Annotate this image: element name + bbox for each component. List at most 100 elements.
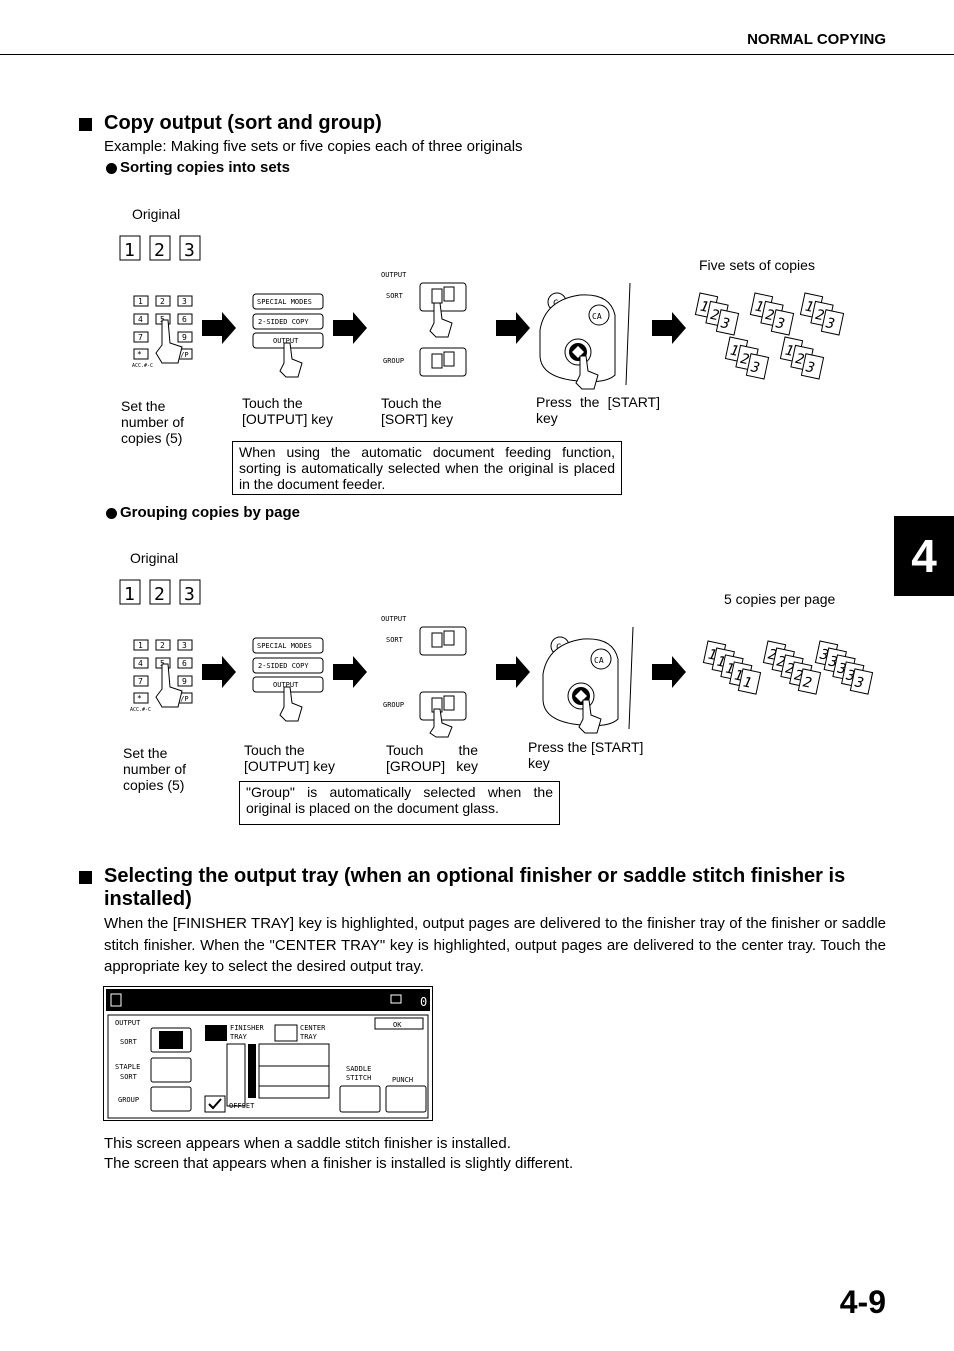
sort-note-box: When using the automatic document feedin… xyxy=(232,441,622,495)
svg-text:7: 7 xyxy=(138,677,143,686)
svg-text:1: 1 xyxy=(724,660,736,677)
svg-text:2-SIDED COPY: 2-SIDED COPY xyxy=(258,662,309,670)
original-label: Original xyxy=(132,206,181,222)
svg-text:3: 3 xyxy=(182,297,187,306)
svg-text:GROUP: GROUP xyxy=(383,701,404,709)
svg-text:PUNCH: PUNCH xyxy=(392,1076,413,1084)
svg-text:2: 2 xyxy=(767,647,779,664)
five-copies-per-page-icon: 1 1 1 1 1 2 2 2 2 2 3 3 3 3 3 xyxy=(702,640,874,695)
svg-text:2: 2 xyxy=(160,641,165,650)
svg-text:2: 2 xyxy=(154,584,165,605)
svg-text:2: 2 xyxy=(764,307,776,324)
start-key-panel-icon: C CA xyxy=(539,282,631,390)
svg-text:CENTER: CENTER xyxy=(300,1024,326,1032)
svg-text:2: 2 xyxy=(160,297,165,306)
sort-group-screen-icon: OUTPUT SORT GROUP xyxy=(381,615,467,738)
keypad-icon: 1 2 3 4 5 6 7 9 * #/P ACC.#-C xyxy=(132,295,193,369)
header-rule xyxy=(0,54,954,55)
svg-text:1: 1 xyxy=(699,299,711,316)
sort-step3-caption: Touch the [SORT] key xyxy=(381,395,454,427)
svg-text:CA: CA xyxy=(592,312,602,321)
subtitle-sort: Sorting copies into sets xyxy=(120,159,291,176)
group-step3-text: Touch the [GROUP] key xyxy=(386,742,478,774)
svg-text:3: 3 xyxy=(824,315,837,333)
svg-text:6: 6 xyxy=(182,315,187,324)
svg-text:2-SIDED COPY: 2-SIDED COPY xyxy=(258,318,309,326)
output-menu-icon: SPECIAL MODES 2-SIDED COPY OUTPUT xyxy=(252,293,324,378)
svg-text:4: 4 xyxy=(138,659,143,668)
svg-text:2: 2 xyxy=(739,351,751,368)
original-pages-icon: 1 2 3 xyxy=(119,235,201,261)
start-key-panel-icon: C CA xyxy=(542,626,634,734)
sort-group-screen-icon: OUTPUT SORT GROUP xyxy=(381,271,467,377)
svg-text:1: 1 xyxy=(754,299,766,316)
svg-text:3: 3 xyxy=(719,315,732,333)
svg-text:SPECIAL MODES: SPECIAL MODES xyxy=(257,642,312,650)
svg-text:CA: CA xyxy=(594,656,604,665)
svg-text:1: 1 xyxy=(707,647,719,664)
subtitle-group: Grouping copies by page xyxy=(120,504,301,521)
svg-text:ACC.#-C: ACC.#-C xyxy=(130,707,151,713)
original-label: Original xyxy=(130,550,179,566)
svg-text:1: 1 xyxy=(742,674,754,691)
svg-text:OK: OK xyxy=(393,1021,402,1029)
running-header: NORMAL COPYING xyxy=(747,31,886,48)
sort-step4-caption: Press the [START] key xyxy=(536,394,660,426)
bullet-dot-icon xyxy=(106,163,117,174)
svg-text:3: 3 xyxy=(749,359,762,377)
example-text: Example: Making five sets or five copies… xyxy=(104,138,523,155)
svg-text:3: 3 xyxy=(184,584,195,605)
output-menu-icon: SPECIAL MODES 2-SIDED COPY OUTPUT xyxy=(252,637,324,722)
svg-text:GROUP: GROUP xyxy=(118,1096,139,1104)
page-number: 4-9 xyxy=(839,1284,886,1320)
svg-text:SORT: SORT xyxy=(386,292,404,300)
svg-text:1: 1 xyxy=(715,653,727,670)
group-diagram: 1 2 3 1 2 3 4 5 6 7 9 * #/P ACC.#-C SPEC… xyxy=(119,579,874,738)
svg-text:2: 2 xyxy=(814,307,826,324)
svg-text:2: 2 xyxy=(794,351,806,368)
svg-text:2: 2 xyxy=(709,307,721,324)
result-label: 5 copies per page xyxy=(724,591,836,607)
result-label: Five sets of copies xyxy=(699,257,815,273)
svg-text:9: 9 xyxy=(182,677,187,686)
svg-text:SORT: SORT xyxy=(386,636,404,644)
svg-text:OUTPUT: OUTPUT xyxy=(115,1019,141,1027)
svg-text:3: 3 xyxy=(182,641,187,650)
svg-text:1: 1 xyxy=(804,299,816,316)
svg-text:6: 6 xyxy=(182,659,187,668)
svg-text:SPECIAL MODES: SPECIAL MODES xyxy=(257,298,312,306)
svg-text:STAPLE: STAPLE xyxy=(115,1063,140,1071)
keypad-icon: 1 2 3 4 5 6 7 9 * #/P ACC.#-C xyxy=(130,639,193,713)
svg-text:2: 2 xyxy=(154,240,165,261)
svg-text:GROUP: GROUP xyxy=(383,357,404,365)
five-sets-of-copies-icon: 123 123 123 123 123 xyxy=(694,292,845,380)
sort-diagram: 1 2 3 1 2 3 4 5 6 7 9 * #/P ACC.#-C SPEC… xyxy=(119,235,845,390)
svg-text:1: 1 xyxy=(124,240,135,261)
svg-text:OFFSET: OFFSET xyxy=(229,1102,255,1110)
output-tray-body: When the [FINISHER TRAY] key is highligh… xyxy=(104,915,886,975)
sort-step2-caption: Touch the [OUTPUT] key xyxy=(242,395,334,427)
section-bullet-icon xyxy=(79,871,92,884)
svg-text:2: 2 xyxy=(802,674,814,691)
svg-text:7: 7 xyxy=(138,333,143,342)
svg-text:1: 1 xyxy=(124,584,135,605)
svg-text:9: 9 xyxy=(182,333,187,342)
svg-text:2: 2 xyxy=(775,653,787,670)
group-step2-caption: Touch the [OUTPUT] key xyxy=(244,742,336,774)
group-step4-caption: Press the [START] key xyxy=(528,739,644,771)
sort-step1-caption: Set the number of copies (5) xyxy=(121,398,185,446)
svg-text:*: * xyxy=(137,694,142,703)
svg-text:*: * xyxy=(137,350,142,359)
svg-text:1: 1 xyxy=(733,667,745,684)
svg-text:OUTPUT: OUTPUT xyxy=(381,615,407,623)
svg-text:TRAY: TRAY xyxy=(300,1033,318,1041)
svg-text:3: 3 xyxy=(853,674,866,692)
svg-text:3: 3 xyxy=(804,359,817,377)
svg-text:#/P: #/P xyxy=(176,695,189,703)
svg-text:SORT: SORT xyxy=(120,1038,138,1046)
original-pages-icon: 1 2 3 xyxy=(119,579,201,605)
output-tray-screen: 0 OUTPUT SORT STAPLE SORT GROUP FINISHER… xyxy=(103,986,433,1121)
chapter-tab: 4 xyxy=(894,516,954,596)
svg-text:2: 2 xyxy=(784,660,796,677)
svg-text:STITCH: STITCH xyxy=(346,1074,371,1082)
